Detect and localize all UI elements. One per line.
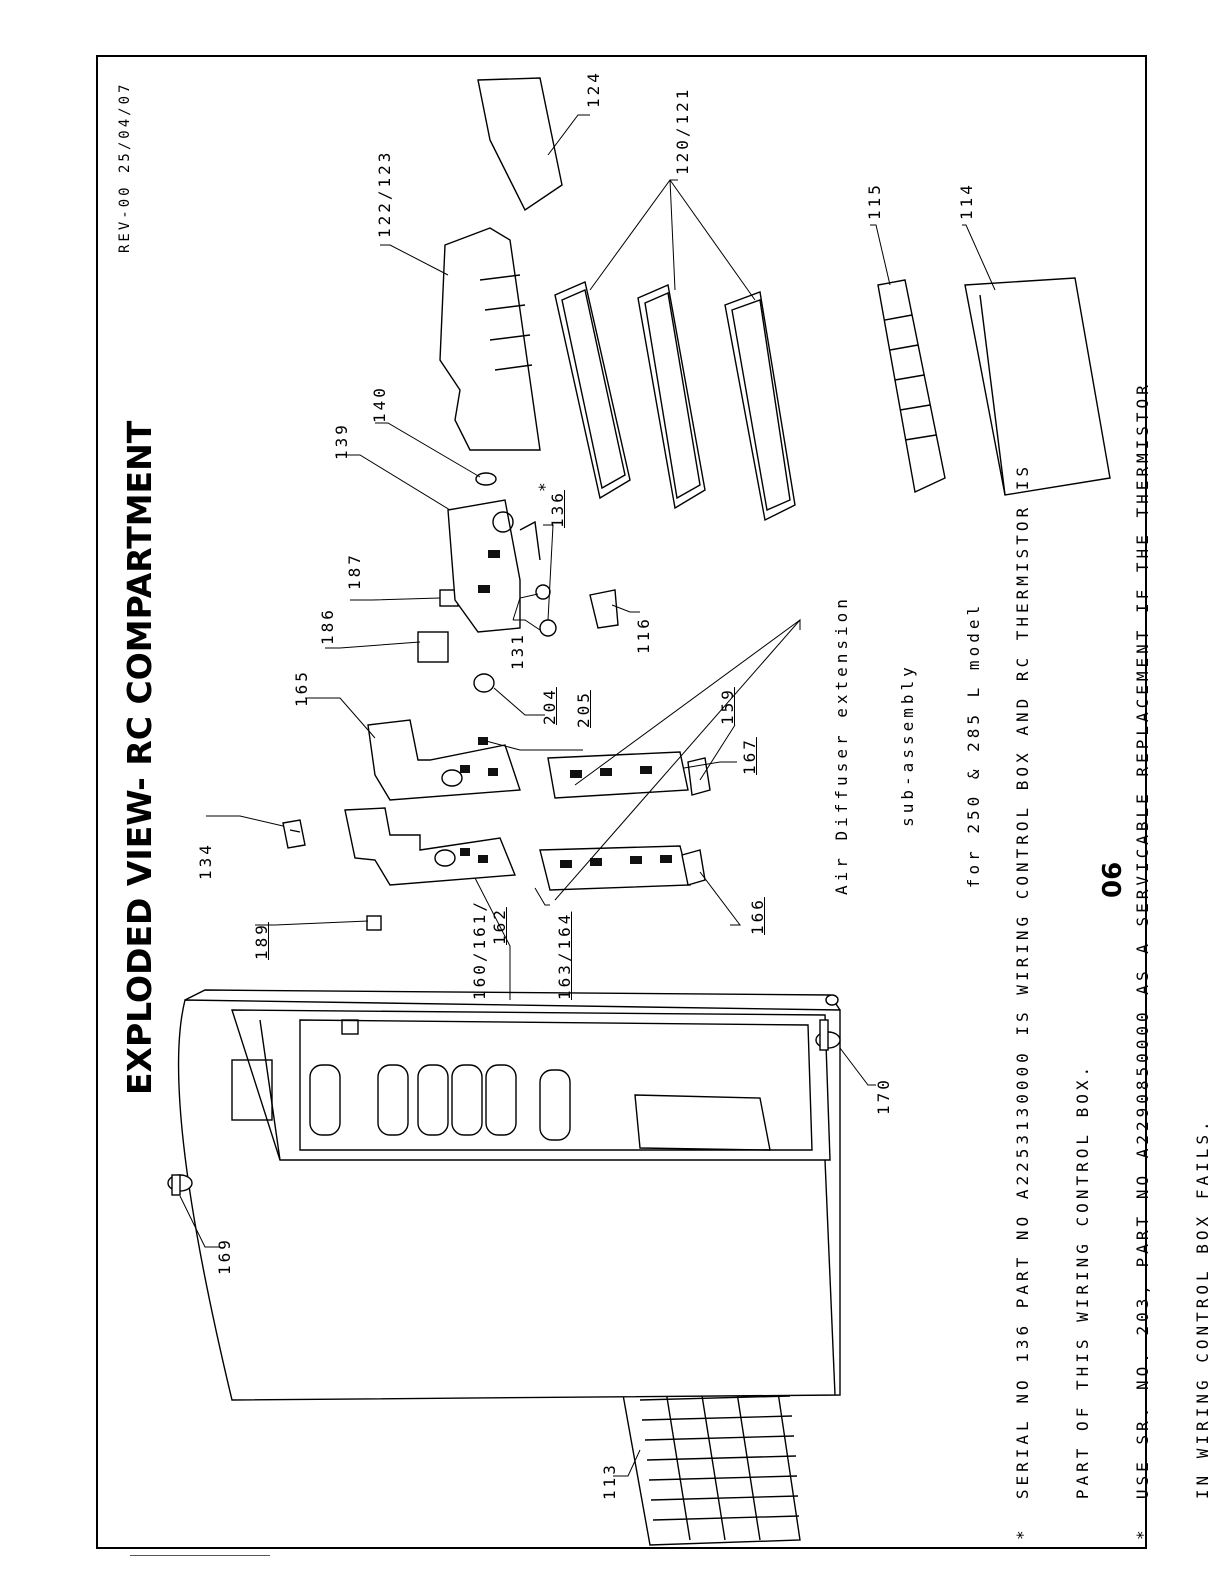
shelf-3 (724, 291, 796, 522)
part-189-clip (366, 915, 382, 931)
callout-134: 134 (196, 842, 215, 880)
note-line-3: * USE SR. NO. 203, PART NO A2290850000 A… (1133, 381, 1152, 1540)
callout-113: 113 (600, 1462, 619, 1500)
part-186 (417, 631, 449, 663)
part-140-lamp (475, 472, 497, 486)
callout-166: 166 (748, 897, 767, 935)
annotation-line-3: for 250 & 285 L model (964, 601, 983, 889)
callout-136: 136 (548, 490, 567, 528)
part-116-cover (589, 589, 619, 629)
page-title: EXPLODED VIEW- RC COMPARTMENT (120, 420, 159, 1095)
drawing-frame (96, 55, 1147, 1549)
annotation-line-2: sub-assembly (898, 663, 917, 827)
part-204 (473, 673, 495, 693)
shelf-2 (637, 284, 706, 510)
part-122-cover (439, 227, 541, 451)
part-131b (535, 584, 551, 600)
callout-139: 139 (332, 422, 351, 460)
part-165-duct (367, 719, 521, 801)
part-134-bracket (282, 819, 306, 849)
note-line-4: IN WIRING CONTROL BOX FAILS. (1193, 1117, 1212, 1540)
note-line-2: PART OF THIS WIRING CONTROL BOX. (1073, 1062, 1092, 1540)
callout-160: 160/161/ (470, 898, 489, 1000)
part-124-cover (477, 77, 563, 212)
part-114-crisper (964, 277, 1111, 496)
shelf-1 (554, 281, 631, 500)
part-139-control-box (447, 499, 521, 633)
callout-162: 162 (490, 907, 509, 945)
callout-204: 204 (540, 687, 559, 725)
callout-165: 165 (292, 669, 311, 707)
notes-block: * SERIAL NO 136 PART NO A2253130000 IS W… (973, 381, 1225, 1540)
part-205 (478, 737, 488, 745)
note-line-1: * SERIAL NO 136 PART NO A2253130000 IS W… (1013, 463, 1032, 1540)
callout-116: 116 (634, 616, 653, 654)
callout-205: 205 (574, 690, 593, 728)
panel-ribs (639, 1379, 800, 1541)
revision-label: REV-00 25/04/07 (117, 81, 133, 253)
callout-167: 167 (740, 737, 759, 775)
footer-link-line (130, 1555, 270, 1556)
part-160-duct (344, 807, 517, 886)
callout-120-121: 120/121 (673, 86, 692, 175)
callout-187: 187 (345, 552, 364, 590)
callout-189: 189 (252, 922, 271, 960)
callout-114: 114 (957, 182, 976, 220)
part-167-cap (687, 757, 711, 796)
annotation-line-1: Air Diffuser extension (832, 595, 851, 895)
leader-lines (179, 114, 996, 1477)
callout-124: 124 (584, 70, 603, 108)
callout-186: 186 (318, 607, 337, 645)
air-diffuser-annotation: Air Diffuser extension sub-assembly for … (787, 595, 1007, 895)
part-115-glass (877, 279, 946, 494)
callout-136-star: * (535, 479, 554, 492)
part-166-cap (681, 849, 706, 886)
part-159-diffuser (547, 751, 689, 799)
callout-115: 115 (865, 182, 884, 220)
part-163-diffuser (539, 845, 691, 891)
callout-122-123: 122/123 (375, 149, 394, 238)
part-136-thermistor (519, 520, 541, 561)
callout-170: 170 (874, 1077, 893, 1115)
part-131 (539, 619, 557, 637)
callout-169: 169 (215, 1237, 234, 1275)
callout-140: 140 (370, 385, 389, 423)
page-number: 06 (1098, 861, 1128, 898)
part-169-foot (167, 1174, 193, 1196)
part-170-foot (815, 994, 841, 1051)
callout-163: 163/164 (555, 911, 574, 1000)
cabinet-ribs (309, 1064, 571, 1141)
callout-159: 159 (718, 687, 737, 725)
part-113-panel (619, 1371, 801, 1546)
cabinet-body (177, 989, 841, 1401)
callout-131: 131 (508, 632, 527, 670)
